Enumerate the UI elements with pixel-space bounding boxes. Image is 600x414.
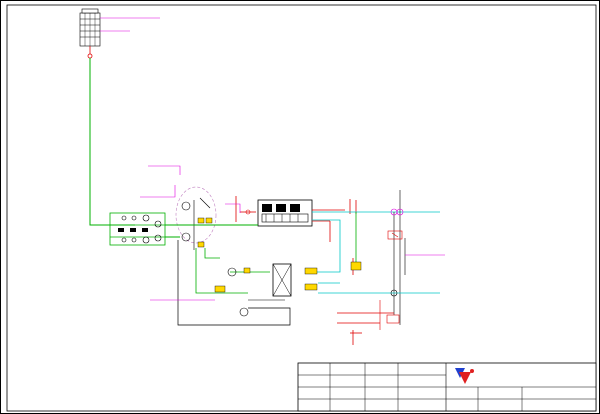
title-block xyxy=(297,362,597,412)
lower-assembly xyxy=(195,248,318,297)
cooling-tower xyxy=(79,8,101,47)
note-upper-leader xyxy=(140,185,176,198)
cooling-water-pipes xyxy=(250,190,440,325)
center-valve-cluster xyxy=(165,186,250,250)
tower-supply-pipe xyxy=(89,58,135,226)
left-pump-group xyxy=(109,212,166,246)
tower-fan xyxy=(81,8,99,14)
right-valves xyxy=(350,230,445,271)
return-line xyxy=(177,240,291,326)
tower-outlet-valve xyxy=(87,53,93,59)
pump-2-icon xyxy=(142,236,150,244)
bottom-right-hot xyxy=(337,300,400,345)
company-logo xyxy=(455,368,474,384)
hot-line xyxy=(235,196,357,275)
main-unit xyxy=(257,199,313,227)
pump-1-icon xyxy=(142,214,150,222)
